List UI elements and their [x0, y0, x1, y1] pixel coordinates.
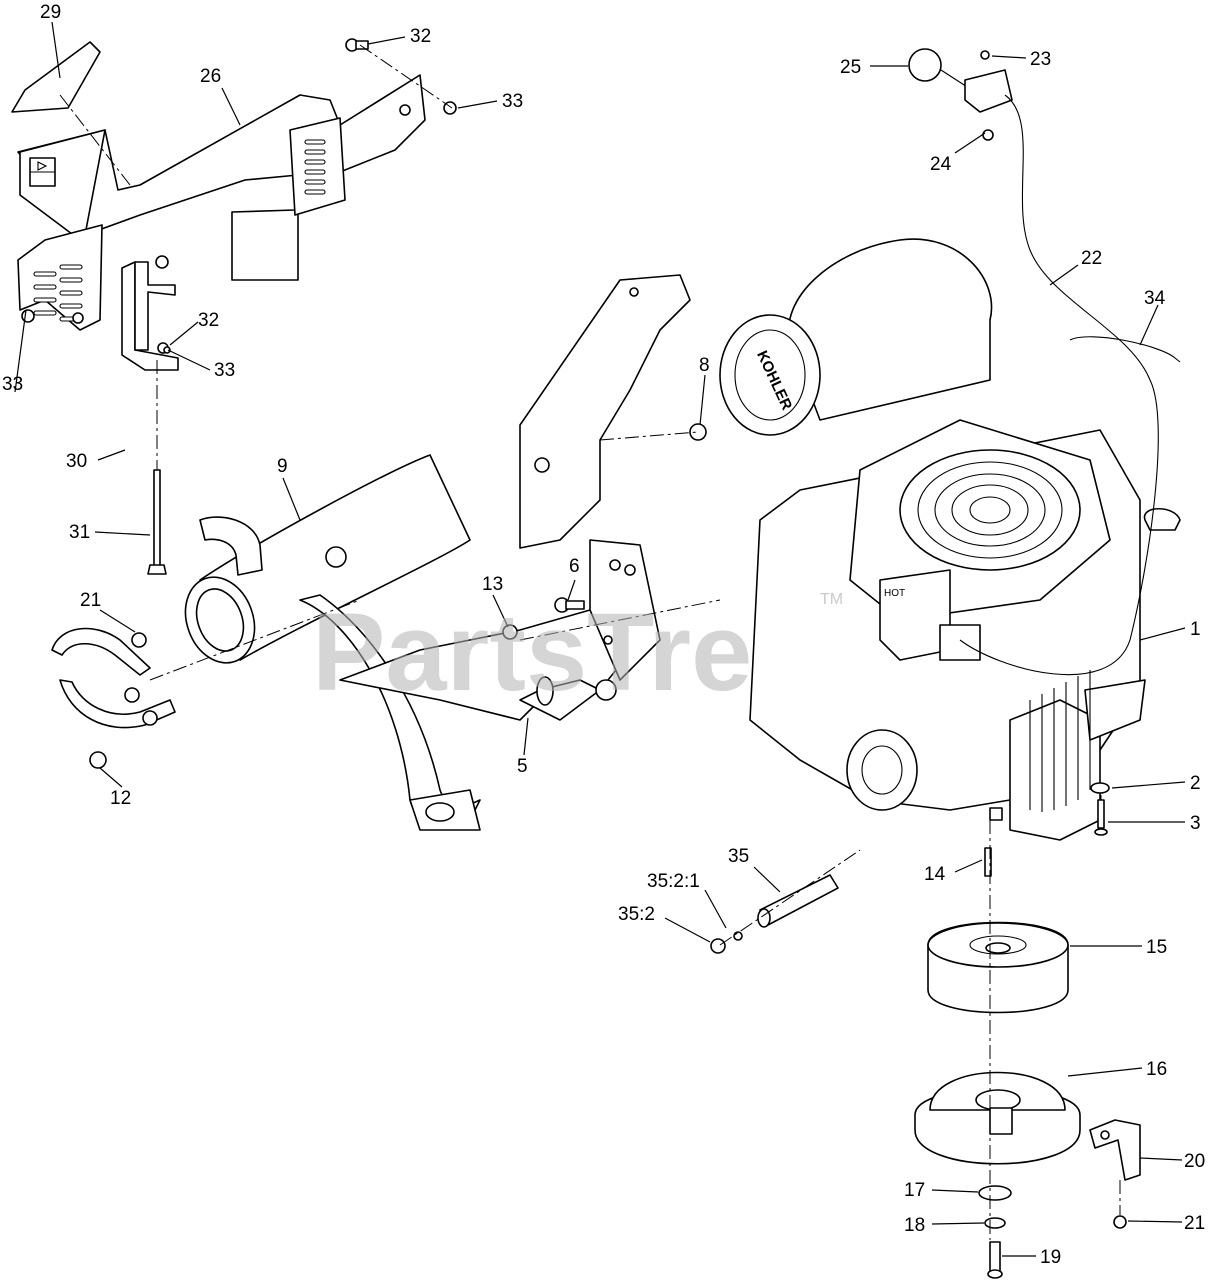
- watermark-text: PartsTre: [312, 591, 752, 714]
- key-part-14: [984, 847, 992, 877]
- callout-21-right: 21: [1184, 1213, 1205, 1234]
- callout-8: 8: [699, 355, 710, 376]
- callout-5: 5: [517, 756, 528, 777]
- callout-31: 31: [69, 522, 90, 543]
- hot-label: HOT: [884, 588, 905, 599]
- heat-shield-part-26: [17, 74, 426, 331]
- callout-32-mid: 32: [198, 310, 219, 331]
- callout-3: 3: [1190, 813, 1201, 834]
- callout-33-mid: 33: [214, 360, 235, 381]
- bracket-part-30: [121, 255, 179, 371]
- washer-part-2: [1090, 782, 1110, 794]
- bolt-part-31: [147, 469, 167, 575]
- callout-32-top: 32: [410, 26, 431, 47]
- mount-plate-part-8: [519, 274, 707, 549]
- callout-26: 26: [200, 66, 221, 87]
- engine-fins: [1029, 670, 1091, 812]
- exhaust-bracket-part-5: [339, 539, 661, 721]
- callout-21-left: 21: [80, 590, 101, 611]
- clutch-part-16: [914, 1071, 1081, 1165]
- watermark-tm: TM: [820, 591, 843, 608]
- decal-part-29: [11, 41, 101, 113]
- shield-hardware: [21, 38, 457, 324]
- callout-23: 23: [1030, 49, 1051, 70]
- callout-34: 34: [1144, 288, 1166, 309]
- callout-13: 13: [482, 574, 503, 595]
- throttle-control-parts: [908, 48, 1181, 676]
- callout-15: 15: [1146, 937, 1167, 958]
- washer-part-17: [978, 1185, 1012, 1201]
- bolt-part-19: [987, 1241, 1003, 1279]
- cable-part-22: [959, 94, 1159, 676]
- callout-16: 16: [1146, 1059, 1167, 1080]
- callout-24: 24: [930, 154, 952, 175]
- bracket-part-20: [1089, 1119, 1141, 1181]
- engine-part-1: KOHLER HOT: [719, 238, 1181, 841]
- callout-33-top: 33: [502, 91, 523, 112]
- callout-33-left: 33: [2, 374, 23, 395]
- bolt-part-21-lower: [1113, 1215, 1127, 1229]
- callout-35: 35: [728, 846, 749, 867]
- cable-tie-part-34: [1069, 336, 1181, 363]
- knob-part-25: [908, 48, 942, 82]
- callout-35-2: 35:2: [618, 904, 655, 925]
- clamp-parts-21-12: [51, 627, 176, 769]
- callout-30: 30: [66, 451, 87, 472]
- callout-2: 2: [1190, 773, 1201, 794]
- callout-9: 9: [277, 456, 288, 477]
- pulley-part-15: [927, 921, 1069, 1014]
- callout-14: 14: [924, 864, 946, 885]
- callout-22: 22: [1081, 248, 1102, 269]
- washer-part-18: [984, 1217, 1006, 1229]
- callout-1: 1: [1190, 619, 1201, 640]
- callout-29: 29: [40, 2, 61, 23]
- callout-18: 18: [904, 1215, 925, 1236]
- callout-6: 6: [569, 556, 580, 577]
- callout-17: 17: [904, 1180, 925, 1201]
- muffler-part-9: [184, 454, 481, 831]
- bolt-part-6: [554, 597, 585, 613]
- leader-lines: [14, 21, 1186, 1257]
- assembly-lines: [59, 44, 1121, 1240]
- washer-part-13: [502, 624, 518, 640]
- callout-35-2-1: 35:2:1: [647, 871, 700, 892]
- callout-25: 25: [840, 57, 861, 78]
- callout-19: 19: [1040, 1247, 1061, 1268]
- callout-12: 12: [110, 788, 131, 809]
- callout-20: 20: [1184, 1151, 1205, 1172]
